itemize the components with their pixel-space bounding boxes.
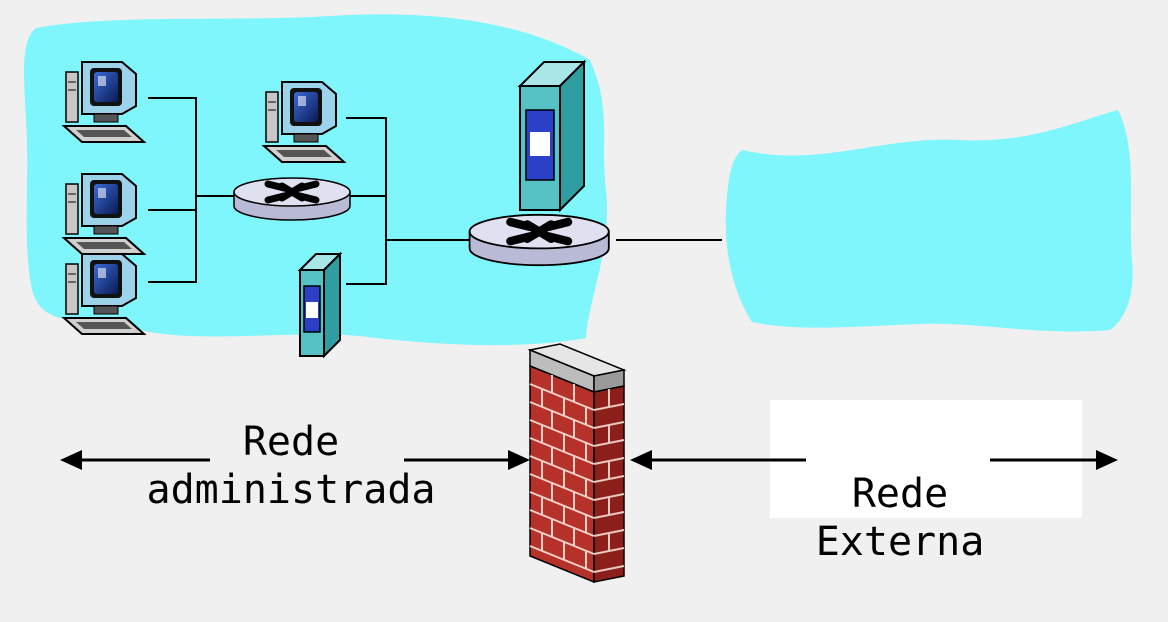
external-network-label: Rede Externa [770,470,1030,566]
firewall-icon [527,343,627,584]
computer-icon [63,173,145,255]
double-arrow-icon [630,450,1118,470]
external-network-label-line1: Rede [851,471,949,517]
router-icon [234,178,350,220]
computer-icon [63,253,145,335]
external-network-cloud [725,110,1133,332]
connection-lines [148,97,722,285]
computer-icon [263,81,345,163]
managed-network-label-line2: administrada [146,467,436,513]
double-arrow-icon [60,450,530,470]
managed-network-label: Rede administrada [126,418,456,514]
computer-icon [63,61,145,143]
external-network-label-line2: Externa [815,519,985,565]
managed-network-label-line1: Rede [242,419,340,465]
router-icon [470,215,609,265]
server-icon [297,251,343,359]
server-icon [517,59,587,213]
